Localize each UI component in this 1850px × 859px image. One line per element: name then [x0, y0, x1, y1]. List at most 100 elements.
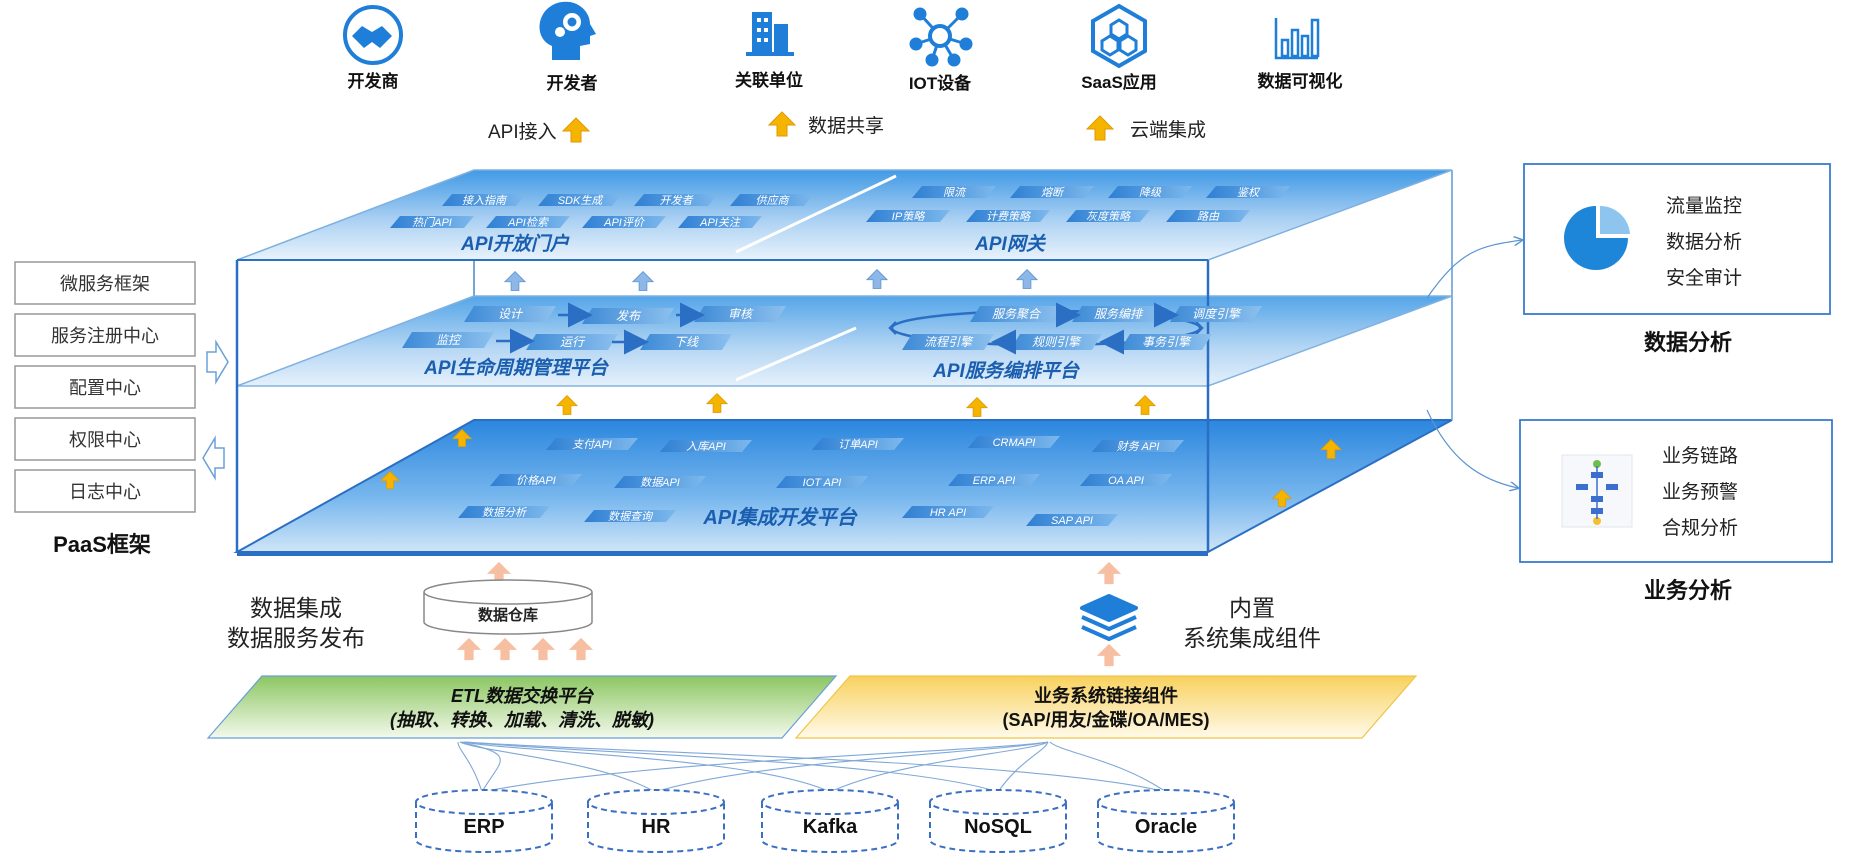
arrow-left-icon: [202, 435, 225, 481]
portal-tag: 热门API: [390, 216, 474, 229]
source-connectors: [457, 741, 1167, 793]
portal-tag-label: API评价: [603, 216, 645, 229]
source-label: Kafka: [803, 816, 858, 838]
orchestration-flow-arrows: [991, 302, 1179, 355]
api-tag-label: SAP API: [1051, 515, 1093, 527]
data-analysis-panel: 流量监控 数据分析 安全审计: [1523, 163, 1831, 315]
api-tag: HR API: [902, 506, 994, 519]
lifecycle-step-label: 设计: [498, 307, 524, 321]
gateway-tag-label: 限流: [943, 186, 967, 199]
paas-item-label: 权限中心: [69, 430, 141, 450]
gateway-title: API网关: [974, 233, 1047, 255]
paas-item: 配置中心: [14, 365, 196, 409]
gateway-tag-label: 降级: [1139, 186, 1162, 199]
paas-item-label: 配置中心: [69, 378, 141, 398]
consumer-developer: 开发者: [539, 1, 598, 93]
portal-title: API开放门户: [460, 233, 570, 255]
gateway-tag: 限流: [912, 186, 996, 199]
etl-platform: ETL数据交换平台 (抽取、转换、加载、清洗、脱敏): [206, 675, 838, 739]
developer-gear-head-icon: [539, 1, 596, 60]
business-analysis-item: 业务链路: [1662, 445, 1738, 467]
up-arrow-icon: [1016, 269, 1038, 289]
consumer-label: SaaS应用: [1081, 72, 1157, 92]
api-tag-label: 数据API: [640, 476, 680, 489]
portal-tag: API检索: [486, 216, 570, 229]
access-mode-label: 云端集成: [1130, 119, 1206, 141]
access-mode-cloud: 云端集成: [1086, 115, 1206, 141]
data-analysis-item: 安全审计: [1666, 267, 1742, 289]
up-arrow-icon: [562, 117, 590, 143]
lifecycle-step-label: 审核: [728, 307, 754, 321]
consumer-iot: IOT设备: [909, 7, 973, 93]
gateway-tag: 灰度策略: [1066, 210, 1150, 223]
building-icon: [746, 12, 794, 56]
orchestration-step-label: 服务聚合: [992, 307, 1042, 321]
consumer-label: 开发商: [348, 71, 399, 91]
api-tag: 财务 API: [1092, 440, 1184, 453]
up-arrow-icon: [1086, 115, 1114, 141]
handshake-icon: [343, 5, 403, 65]
portal-tag: 供应商: [730, 194, 814, 207]
source-systems: ERP HR Kafka NoSQL Oracle: [415, 789, 1235, 853]
data-warehouse: 数据仓库: [423, 579, 593, 635]
etl-title: ETL数据交换平台: [451, 686, 595, 706]
up-arrow-icon: [530, 637, 556, 661]
etl-subtitle: (抽取、转换、加载、清洗、脱敏): [390, 710, 654, 730]
orchestration-step-label: 服务编排: [1094, 307, 1144, 321]
portal-tag: API关注: [678, 216, 762, 229]
portal-tag: API评价: [582, 216, 666, 229]
gateway-tags: 限流 熔断 降级 鉴权 IP策略 计费策略 灰度策略 路由: [866, 186, 1290, 223]
consumer-label: 数据可视化: [1258, 71, 1343, 91]
layer-portal: [236, 169, 1453, 261]
portal-tag-label: 开发者: [660, 194, 695, 207]
access-mode-api: API接入: [488, 117, 590, 143]
access-mode-label: 数据共享: [808, 115, 884, 137]
api-tag: 订单API: [812, 438, 904, 451]
biz-link-title: 业务系统链接组件: [1034, 685, 1178, 706]
api-tag: 价格API: [490, 474, 582, 487]
paas-title: PaaS框架: [53, 532, 151, 557]
flowchart-icon: [1561, 454, 1633, 528]
lifecycle-step-label: 运行: [560, 335, 586, 349]
consumer-saas: SaaS应用: [1081, 3, 1157, 92]
up-arrow-icon: [556, 395, 578, 415]
portal-tag-label: API检索: [507, 216, 550, 229]
api-tag-label: OA API: [1108, 475, 1144, 487]
lifecycle-step: 监控: [402, 332, 494, 348]
api-tag-label: 财务 API: [1117, 440, 1160, 453]
platform-box: 接入指南 SDK生成 开发者 供应商 热门API API检索 API评价 API…: [233, 169, 1453, 556]
api-tag: 数据分析: [458, 506, 550, 519]
orchestration-steps: 服务聚合 服务编排 调度引擎 流程引擎 规则引擎 事务引擎: [888, 302, 1262, 355]
gateway-tag: IP策略: [866, 210, 950, 223]
api-tag: ERP API: [948, 474, 1040, 487]
left-caption-line2: 数据服务发布: [227, 625, 365, 651]
up-arrow-icon: [706, 393, 728, 413]
portal-tag-label: 供应商: [756, 194, 791, 207]
portal-tags: 接入指南 SDK生成 开发者 供应商 热门API API检索 API评价 API…: [390, 194, 814, 229]
layers-stack-icon: [1080, 594, 1138, 641]
api-tag: 数据查询: [584, 510, 676, 523]
api-tag-label: 入库API: [686, 440, 726, 453]
portal-tag-label: SDK生成: [558, 194, 605, 207]
paas-panel: 微服务框架 服务注册中心 配置中心 权限中心 日志中心: [14, 261, 196, 513]
up-arrow-icon: [504, 271, 526, 291]
source-label: ERP: [463, 816, 504, 838]
api-tag-label: 数据分析: [482, 506, 528, 519]
right-caption-line2: 系统集成组件: [1183, 625, 1321, 651]
lifecycle-steps: 设计 发布 审核 监控 运行 下线: [402, 302, 786, 355]
lifecycle-step-label: 下线: [674, 335, 699, 349]
access-mode-share: 数据共享: [768, 111, 884, 137]
up-arrow-icon: [768, 111, 796, 137]
lifecycle-step: 运行: [526, 334, 618, 350]
pie-chart-icon: [1564, 205, 1630, 270]
orchestration-step-label: 事务引擎: [1142, 335, 1192, 349]
orchestration-step-label: 调度引擎: [1192, 307, 1242, 321]
portal-tag: 开发者: [634, 194, 718, 207]
source-label: NoSQL: [964, 816, 1032, 838]
lifecycle-title: API生命周期管理平台: [423, 357, 610, 379]
source-nosql: NoSQL: [929, 789, 1067, 853]
gateway-tag-label: 鉴权: [1237, 186, 1261, 199]
source-label: Oracle: [1135, 816, 1197, 838]
up-arrow-icon: [456, 637, 482, 661]
api-tag: SAP API: [1026, 514, 1118, 527]
